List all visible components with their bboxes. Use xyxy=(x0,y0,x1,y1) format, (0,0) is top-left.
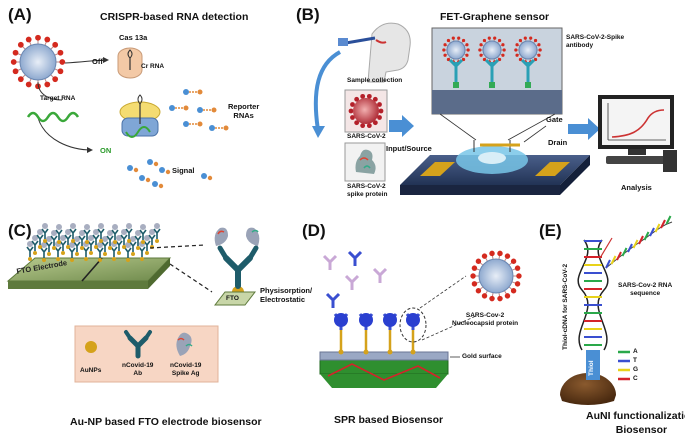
reporter-rnas-icon xyxy=(169,89,229,131)
aunp-legend-icon xyxy=(85,341,97,353)
antibody-label: SARS-CoV-2-Spike antibody xyxy=(566,34,625,50)
panel-a-letter: (A) xyxy=(8,5,32,24)
thiol-label: Thiol xyxy=(588,360,595,376)
base-c-label: C xyxy=(633,375,638,382)
sars-cov-2-image xyxy=(348,93,384,129)
sample-collection-label: Sample collection xyxy=(347,77,403,84)
analysis-computer-icon xyxy=(598,95,677,172)
target-rna-label: Target RNA xyxy=(40,95,76,102)
signal-label: Signal xyxy=(172,166,195,175)
nucleocapsid-label: SARS-Cov-2 Nucleocapsid protein xyxy=(452,312,519,328)
spike-ag-legend-icon xyxy=(176,332,193,356)
panel-c xyxy=(6,223,260,383)
panel-a-title: CRISPR-based RNA detection xyxy=(100,11,249,23)
virus-icon xyxy=(10,34,66,90)
fto-label: FTO xyxy=(226,295,239,302)
panel-b xyxy=(312,22,677,195)
zoomed-antibody-icon xyxy=(213,227,260,306)
spike-protein-image xyxy=(355,149,376,174)
legend-spike-label: nCovid-19 Spike Ag xyxy=(170,362,202,377)
antibody-legend-icon xyxy=(124,330,152,359)
cas13a-on-icon xyxy=(119,94,161,138)
panel-e-caption: AuNI functionalization Biosensor xyxy=(586,410,685,436)
base-color-key xyxy=(618,350,630,381)
antibody-bound-virus-icon xyxy=(442,36,542,88)
antibody-array-icon xyxy=(26,223,161,262)
legend-antibody-label: nCovid-19 Ab xyxy=(122,362,154,377)
rna-sequence-label: SARS-Cov-2 RNA sequence xyxy=(618,282,673,298)
panel-c-caption: Au-NP based FTO electrode biosensor xyxy=(70,416,262,428)
input-source-label: Input/Source xyxy=(386,144,432,153)
sars-cov-2-virus-icon xyxy=(470,250,522,302)
panel-c-letter: (C) xyxy=(8,221,32,240)
sars-cov-2-rna-strand xyxy=(605,215,673,269)
cas13a-off-icon xyxy=(117,47,143,79)
physisorption-label: Physisorption/ Electrostatic xyxy=(260,286,313,305)
cas13a-label: Cas 13a xyxy=(119,33,148,42)
spike-protein-label: SARS-CoV-2 spike protein xyxy=(347,183,388,198)
on-label: ON xyxy=(100,146,112,155)
drain-label: Drain xyxy=(548,138,568,147)
thiol-cdna-label: Thiol-cDNA for SARS-CoV-2 xyxy=(562,263,569,350)
hybridization-arrow xyxy=(599,237,613,259)
gate-label: Gate xyxy=(546,115,563,124)
sars-cov-2-label: SARS-CoV-2 xyxy=(347,133,386,140)
off-label: Off xyxy=(92,57,103,66)
sample-collection-icon xyxy=(338,22,411,83)
panel-b-letter: (B) xyxy=(296,5,320,24)
panel-b-title: FET-Graphene sensor xyxy=(440,11,550,23)
signal-icon xyxy=(127,159,213,189)
panel-d-letter: (D) xyxy=(302,221,326,240)
graphene-fet-chip xyxy=(400,140,590,195)
reporter-rnas-label: Reporter RNAs xyxy=(228,102,260,121)
panel-a xyxy=(10,34,229,189)
thiol-cdna-strand xyxy=(577,239,609,351)
base-t-label: T xyxy=(633,357,637,364)
panel-e-letter: (E) xyxy=(539,221,562,240)
gold-surface-label: Gold surface xyxy=(462,353,502,360)
panel-d-caption: SPR based Biosensor xyxy=(334,414,444,426)
panel-d xyxy=(319,250,522,388)
analysis-label: Analysis xyxy=(621,183,652,192)
base-a-label: A xyxy=(633,348,638,355)
base-g-label: G xyxy=(633,366,639,373)
thiol-linker xyxy=(586,350,600,380)
crrna-label: Cr RNA xyxy=(141,63,165,70)
legend-aunps-label: AuNPs xyxy=(80,367,102,374)
free-antibodies-icon xyxy=(322,250,388,308)
immobilized-antibodies-icon xyxy=(333,313,421,355)
panel-e xyxy=(560,215,673,405)
